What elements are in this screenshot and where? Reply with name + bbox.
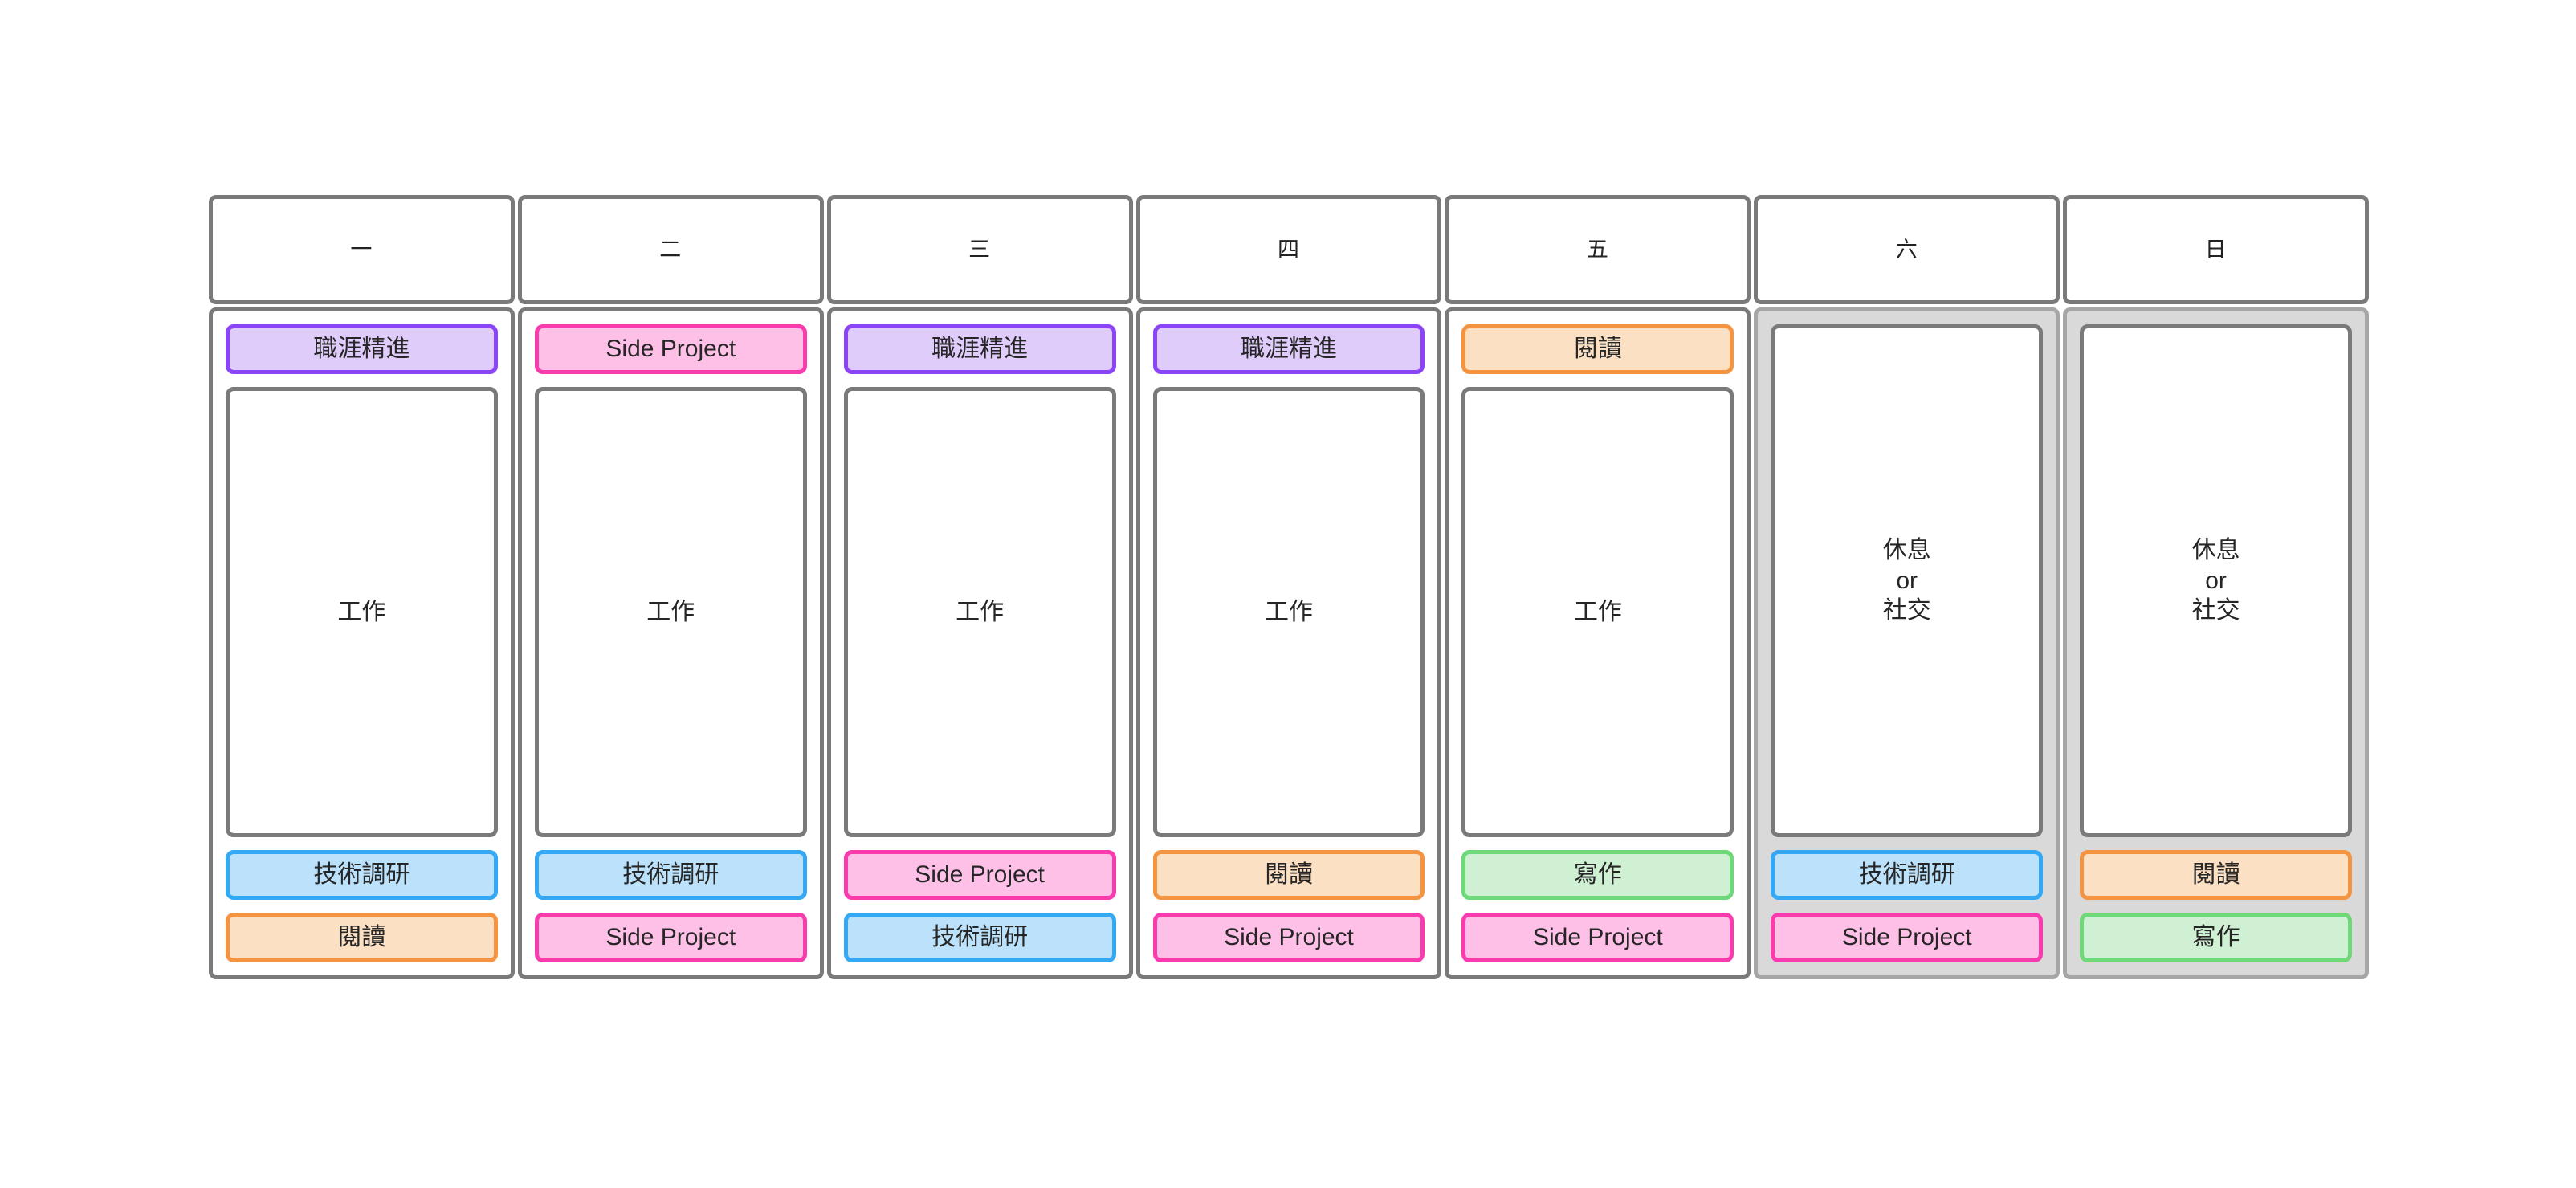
schedule-block-label: 職涯精進 xyxy=(931,336,1029,363)
schedule-block[interactable]: 職涯精進 xyxy=(843,324,1116,374)
schedule-block[interactable]: 職涯精進 xyxy=(226,324,498,374)
schedule-block-label: 寫作 xyxy=(2191,924,2240,951)
schedule-block-label: 閱讀 xyxy=(2191,861,2240,889)
day-header-label: 三 xyxy=(968,237,992,262)
schedule-block[interactable]: 技術調研 xyxy=(226,850,498,900)
schedule-block-label: 工作 xyxy=(337,598,386,625)
day-column: 四職涯精進工作閱讀 Side Project xyxy=(1135,195,1444,979)
day-header-cell[interactable]: 日 xyxy=(2063,195,2370,304)
schedule-block-label: Side Project xyxy=(605,924,736,951)
schedule-block[interactable]: Side Project xyxy=(1461,913,1734,962)
schedule-block-label: 休息 or 社交 xyxy=(2191,536,2240,625)
schedule-block-label: 休息 or 社交 xyxy=(1882,536,1931,625)
day-body-cell: 休息 or 社交技術調研 Side Project xyxy=(1754,307,2060,979)
schedule-block[interactable]: 工作 xyxy=(1152,387,1425,837)
schedule-block[interactable]: 閱讀 xyxy=(226,913,498,962)
schedule-block-label: Side Project xyxy=(605,336,736,363)
schedule-block[interactable]: Side Project xyxy=(1771,913,2044,962)
schedule-block-label: 工作 xyxy=(956,598,1005,625)
day-column: 一職涯精進工作技術調研閱讀 xyxy=(207,195,516,979)
schedule-block[interactable]: 工作 xyxy=(843,387,1116,837)
day-header-label: 一 xyxy=(350,237,373,262)
schedule-block[interactable]: Side Project xyxy=(1152,913,1425,962)
day-column: 六休息 or 社交技術調研 Side Project xyxy=(1752,195,2061,979)
day-header-label: 六 xyxy=(1895,237,1918,262)
schedule-block[interactable]: 休息 or 社交 xyxy=(1771,324,2044,837)
day-header-cell[interactable]: 三 xyxy=(826,195,1133,304)
schedule-block-label: Side Project xyxy=(1532,924,1663,951)
day-body-cell: Side Project 工作技術調研 Side Project xyxy=(517,307,824,979)
day-column: 日休息 or 社交閱讀寫作 xyxy=(2061,195,2370,979)
schedule-block[interactable]: 工作 xyxy=(226,387,498,837)
day-column: 五閱讀工作寫作 Side Project xyxy=(1443,195,1752,979)
day-body-cell: 職涯精進工作 Side Project 技術調研 xyxy=(826,307,1133,979)
schedule-block[interactable]: 工作 xyxy=(534,387,807,837)
day-header-cell[interactable]: 六 xyxy=(1754,195,2060,304)
day-header-label: 二 xyxy=(659,237,683,262)
schedule-block-label: 工作 xyxy=(646,598,695,625)
schedule-block-label: 閱讀 xyxy=(1573,336,1622,363)
schedule-block[interactable]: 閱讀 xyxy=(1152,850,1425,900)
schedule-block-label: 技術調研 xyxy=(313,861,410,889)
schedule-block[interactable]: Side Project xyxy=(843,850,1116,900)
schedule-block-label: 閱讀 xyxy=(1265,861,1313,889)
schedule-block-label: 寫作 xyxy=(1573,861,1622,889)
day-body-cell: 職涯精進工作技術調研閱讀 xyxy=(209,307,515,979)
schedule-block[interactable]: 技術調研 xyxy=(843,913,1116,962)
day-body-cell: 閱讀工作寫作 Side Project xyxy=(1445,307,1751,979)
schedule-block[interactable]: 寫作 xyxy=(1461,850,1734,900)
day-column: 三職涯精進工作 Side Project 技術調研 xyxy=(825,195,1135,979)
schedule-block-label: 技術調研 xyxy=(622,861,719,889)
schedule-block[interactable]: Side Project xyxy=(534,324,807,374)
schedule-block-label: 職涯精進 xyxy=(313,336,410,363)
day-header-label: 五 xyxy=(1586,237,1609,262)
schedule-block[interactable]: 閱讀 xyxy=(2080,850,2353,900)
schedule-block[interactable]: 休息 or 社交 xyxy=(2080,324,2353,837)
day-header-cell[interactable]: 二 xyxy=(517,195,824,304)
day-body-cell: 職涯精進工作閱讀 Side Project xyxy=(1135,307,1442,979)
day-header-cell[interactable]: 四 xyxy=(1135,195,1442,304)
schedule-block-label: 職涯精進 xyxy=(1241,336,1337,363)
day-header-cell[interactable]: 一 xyxy=(209,195,515,304)
schedule-block-label: Side Project xyxy=(915,861,1045,889)
schedule-block[interactable]: 技術調研 xyxy=(534,850,807,900)
schedule-block[interactable]: Side Project xyxy=(534,913,807,962)
day-header-label: 四 xyxy=(1278,237,1300,262)
schedule-block-label: 工作 xyxy=(1265,598,1313,625)
schedule-block[interactable]: 技術調研 xyxy=(1771,850,2044,900)
day-header-label: 日 xyxy=(2204,237,2228,262)
schedule-block-label: 技術調研 xyxy=(1858,861,1955,889)
schedule-block-label: 閱讀 xyxy=(337,924,386,951)
schedule-block-label: Side Project xyxy=(1841,924,1972,951)
schedule-block[interactable]: 工作 xyxy=(1461,387,1734,837)
schedule-block[interactable]: 閱讀 xyxy=(1461,324,1734,374)
schedule-block-label: 工作 xyxy=(1573,598,1622,625)
day-header-cell[interactable]: 五 xyxy=(1445,195,1751,304)
day-body-cell: 休息 or 社交閱讀寫作 xyxy=(2063,307,2370,979)
schedule-block[interactable]: 職涯精進 xyxy=(1152,324,1425,374)
schedule-block-label: Side Project xyxy=(1224,924,1354,951)
schedule-block-label: 技術調研 xyxy=(931,924,1029,951)
schedule-block[interactable]: 寫作 xyxy=(2080,913,2353,962)
day-column: 二 Side Project 工作技術調研 Side Project xyxy=(516,195,825,979)
